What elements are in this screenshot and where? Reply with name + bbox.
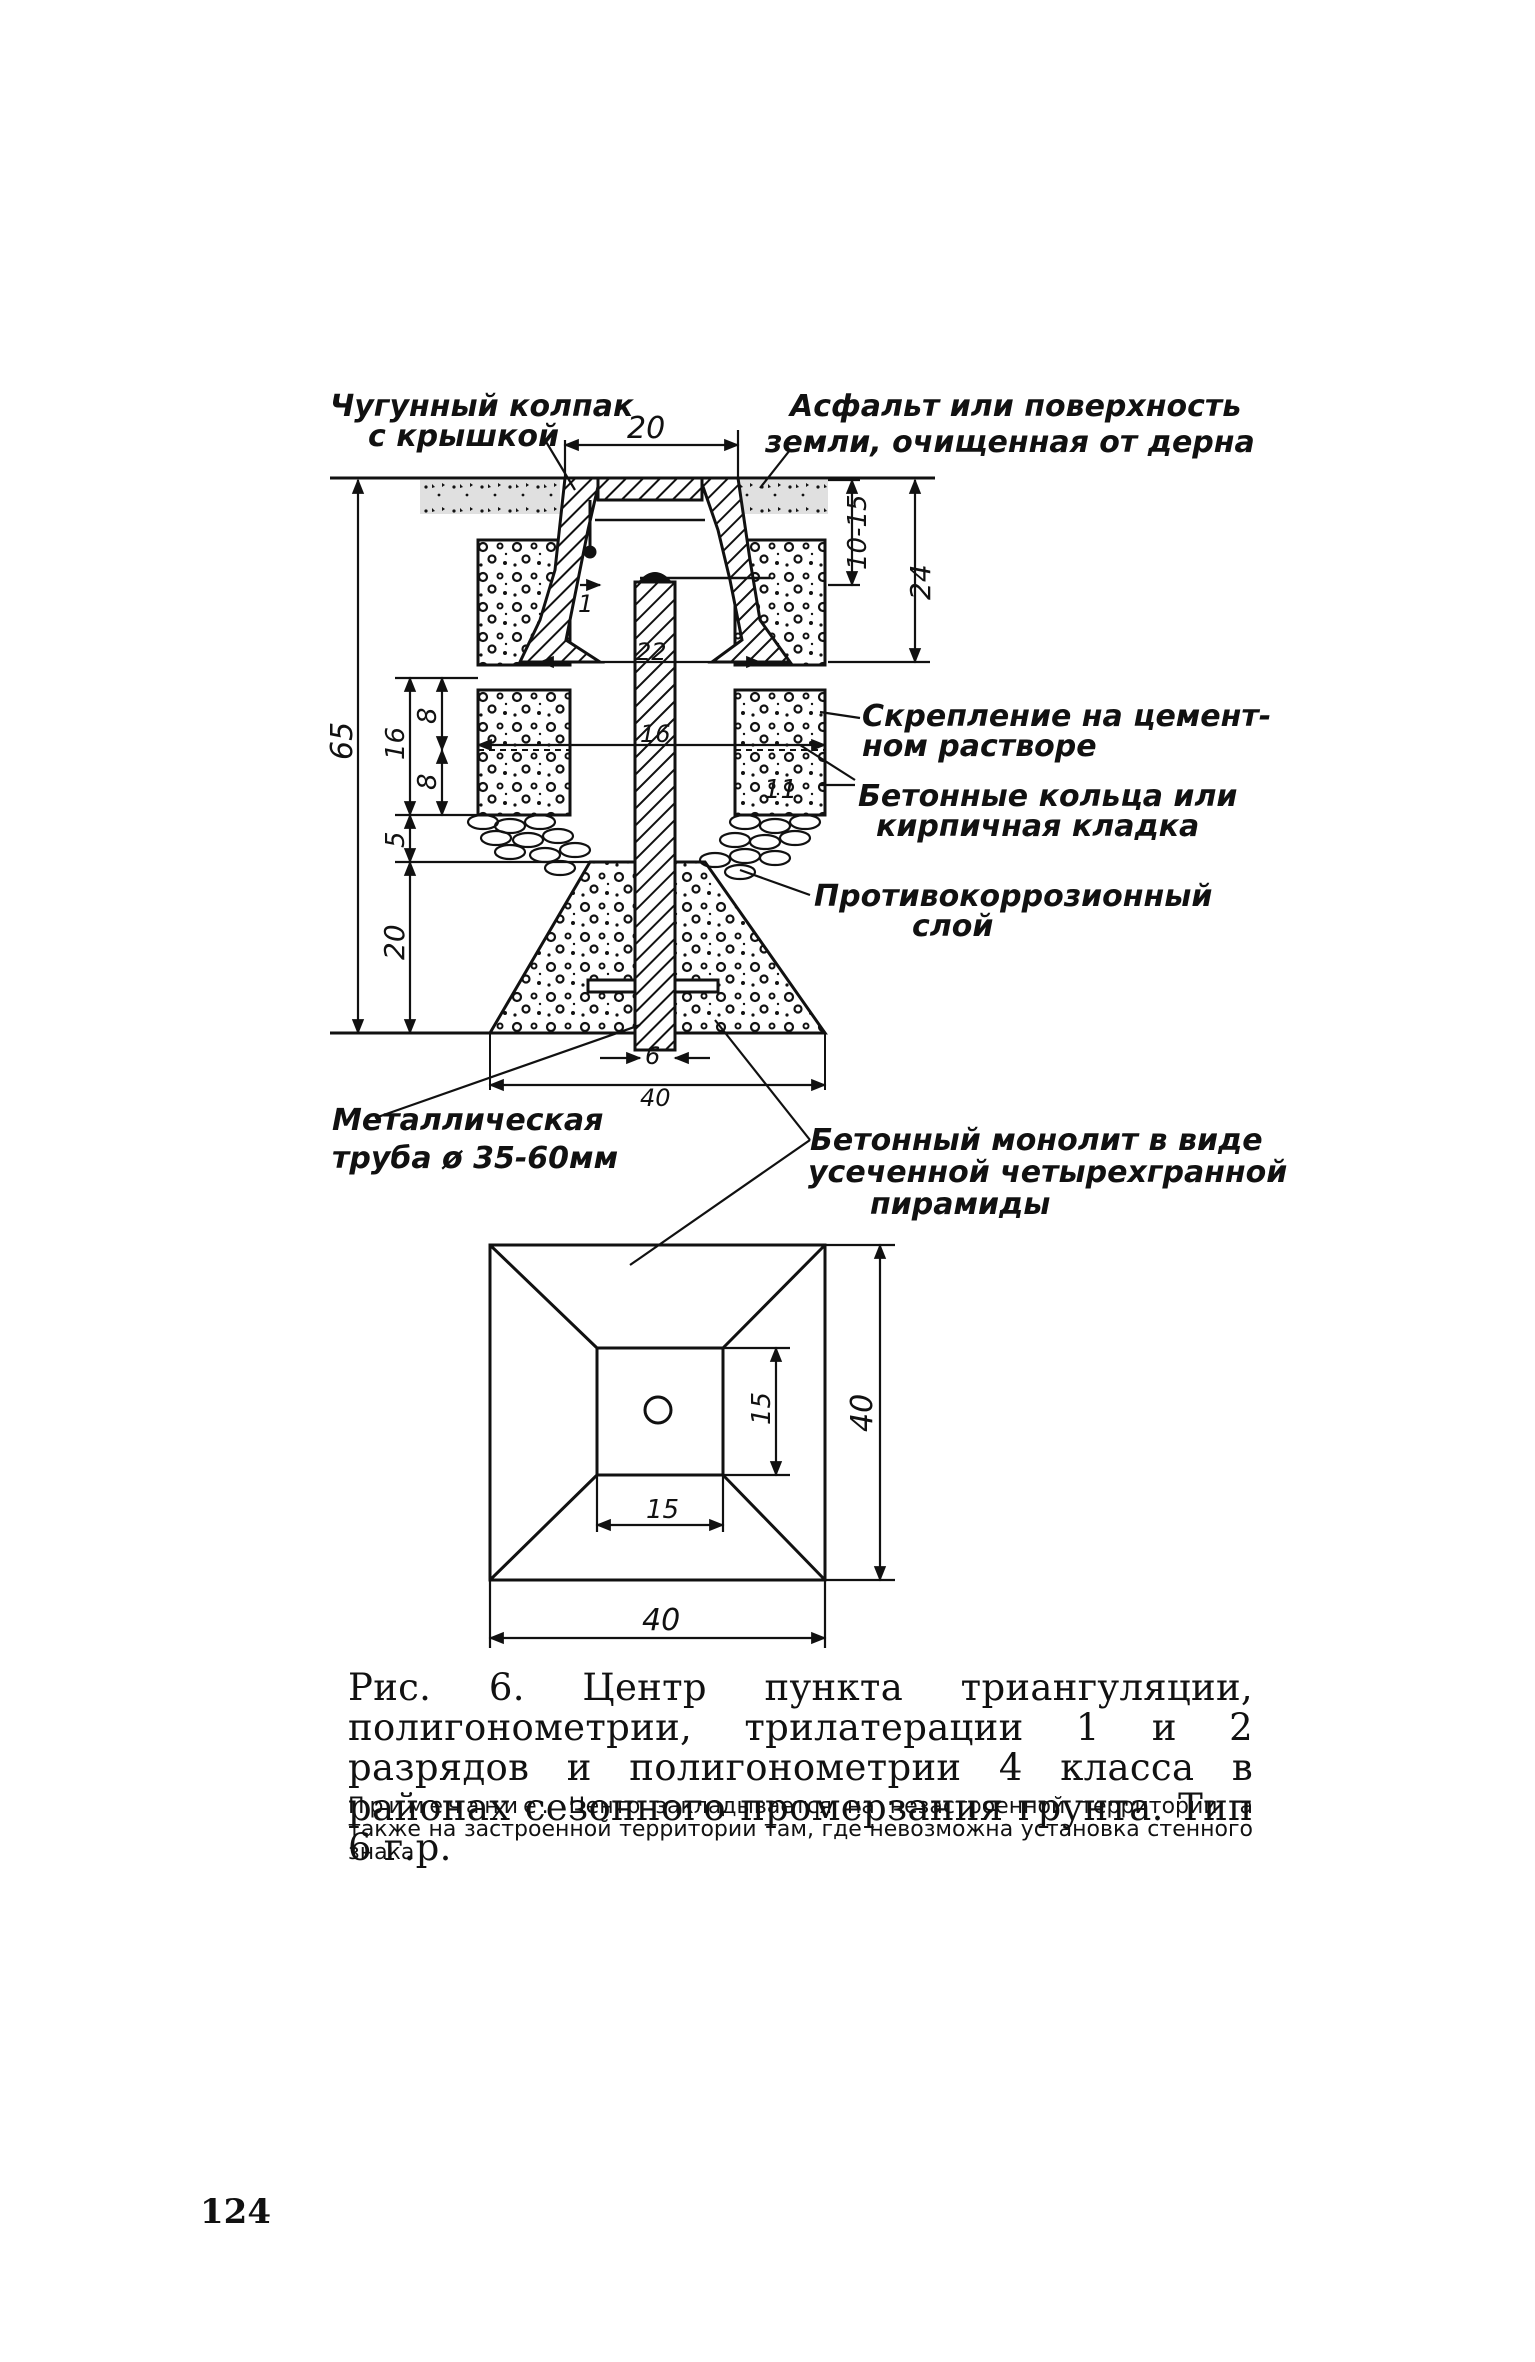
dim-to-ring-bottom: 24 (904, 564, 937, 600)
plan-view (488, 1243, 827, 1582)
plan-outer-square (488, 1243, 827, 1582)
dim-cap-height: 10-15 (843, 494, 873, 570)
label-rings-2: кирпичная кладка (876, 809, 1199, 844)
label-cast-iron-cap-2: с крышкой (368, 419, 559, 454)
label-pipe-2: труба ø 35-60мм (332, 1141, 618, 1176)
plan-pipe-hole (643, 1395, 673, 1425)
label-rings-1: Бетонные кольца или (858, 779, 1237, 814)
label-cement-1: Скрепление на цемент- (862, 699, 1271, 734)
dim-gravel: 5 (381, 831, 411, 848)
cap-lid (596, 476, 704, 502)
dim-plan-outer-h: 40 (845, 1394, 880, 1432)
dim-inner-11: 11 (764, 775, 797, 805)
dim-ring-total: 16 (381, 727, 411, 760)
label-cast-iron-cap-1: Чугунный колпак (330, 389, 634, 424)
figure-note: Примечание. Центр закладывается на незас… (348, 1795, 1253, 1864)
triangulation-center-drawing: Чугунный колпак с крышкой Асфальт или по… (325, 389, 1287, 1648)
dim-base-40: 40 (640, 1084, 671, 1112)
dim-total-height: 65 (325, 722, 360, 760)
label-monolith-2: усеченной четырехгранной (808, 1155, 1287, 1190)
label-asphalt-2: земли, очищенная от дерна (764, 425, 1255, 460)
ring-lower-right (733, 688, 827, 817)
label-pipe-1: Металлическая (332, 1103, 603, 1138)
dim-inner-16: 16 (640, 720, 671, 748)
ring-lower-left (476, 688, 572, 817)
dim-gap-1: 1 (578, 590, 593, 618)
figure-caption: Рис. 6. Центр пункта триангуляции, полиг… (348, 1666, 1253, 1869)
label-cement-2: ном растворе (862, 729, 1097, 764)
label-anticorrosion-2: слой (912, 909, 993, 944)
dim-top-width: 20 (627, 411, 665, 446)
plan-inner-square (595, 1346, 725, 1477)
label-monolith-3: пирамиды (870, 1187, 1050, 1222)
page-number: 124 (200, 2192, 271, 2232)
asphalt-right (738, 480, 828, 514)
plan-dimensions (488, 1243, 895, 1648)
section-dimensions (351, 430, 930, 1092)
dim-ring-upper: 8 (413, 707, 443, 724)
dim-inner-22: 22 (636, 638, 667, 666)
note-label: Примечание. (348, 1794, 554, 1819)
label-monolith-1: Бетонный монолит в виде (810, 1123, 1263, 1158)
label-anticorrosion-1: Противокоррозионный (814, 879, 1212, 914)
label-asphalt-1: Асфальт или поверхность (788, 389, 1241, 424)
dim-plan-inner-h: 15 (747, 1392, 777, 1425)
dim-plan-inner-w: 15 (646, 1495, 679, 1525)
dim-ring-lower: 8 (413, 773, 443, 790)
note-text: Центр закладывается на незастроенной тер… (348, 1794, 1253, 1865)
dim-monolith-height: 20 (378, 924, 411, 960)
asphalt-left (420, 480, 560, 514)
gravel-bed (466, 813, 822, 881)
dim-plan-outer-w: 40 (642, 1603, 680, 1638)
dim-pipe-6: 6 (645, 1042, 660, 1070)
cast-iron-cap (517, 476, 606, 664)
